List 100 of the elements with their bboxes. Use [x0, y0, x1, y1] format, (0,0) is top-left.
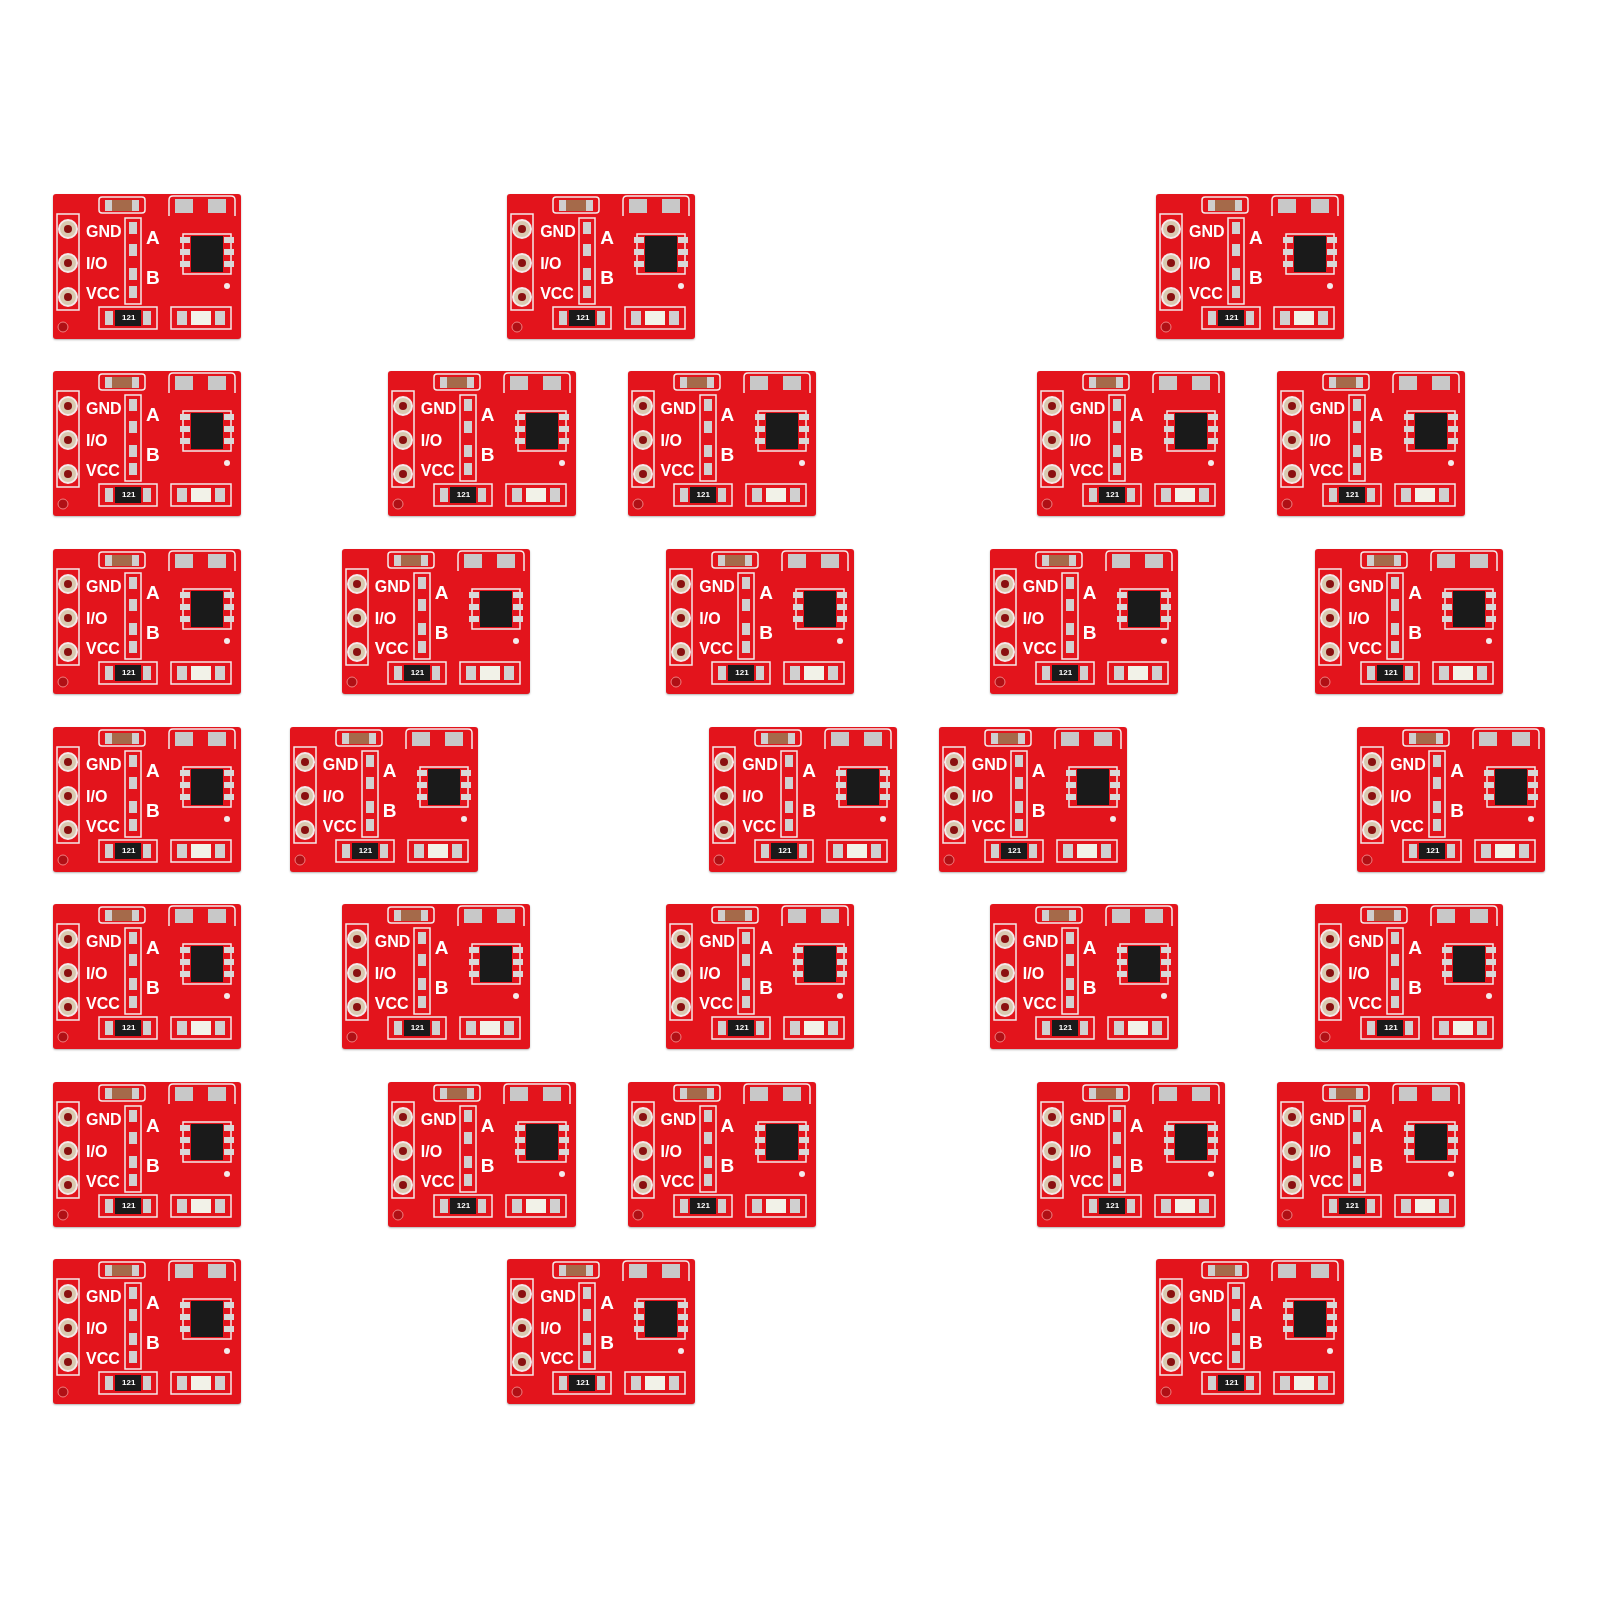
- pin-label: I/O: [374, 966, 397, 983]
- jumper-label: A: [1408, 938, 1423, 958]
- pin-label: I/O: [1348, 966, 1370, 983]
- jumper-label: A: [146, 1293, 160, 1313]
- jumper-label: A: [600, 1293, 614, 1313]
- pin-label: VCC: [1022, 640, 1057, 657]
- jumper-label: A: [146, 938, 160, 958]
- pin-label: VCC: [86, 285, 120, 302]
- component-marking: 121: [122, 1201, 136, 1210]
- component-marking: 121: [122, 313, 136, 322]
- pin-label: I/O: [1348, 610, 1370, 627]
- jumper-label: B: [146, 978, 160, 998]
- pin-label: I/O: [86, 1143, 108, 1160]
- component-marking: 121: [1105, 1201, 1120, 1210]
- pin-label: VCC: [1309, 1173, 1344, 1190]
- jumper-label: B: [720, 445, 735, 465]
- pin-label: VCC: [1069, 463, 1104, 480]
- pin-label: I/O: [86, 610, 108, 627]
- jumper-label: B: [1249, 1333, 1263, 1353]
- pin-label: GND: [374, 578, 411, 595]
- pin-label: VCC: [420, 463, 455, 480]
- jumper-label: B: [146, 800, 160, 820]
- jumper-label: B: [1369, 1155, 1384, 1175]
- jumper-label: B: [1408, 622, 1423, 642]
- jumper-label: B: [1450, 800, 1464, 820]
- pin-label: GND: [420, 1111, 457, 1128]
- jumper-label: B: [1369, 445, 1384, 465]
- jumper-label: A: [1249, 227, 1263, 247]
- component-marking: 121: [735, 668, 749, 677]
- component-marking: 121: [1384, 668, 1398, 677]
- pin-label: I/O: [1069, 433, 1092, 450]
- jumper-label: A: [1031, 760, 1046, 780]
- jumper-label: A: [1129, 1115, 1144, 1135]
- jumper-label: B: [1082, 978, 1097, 998]
- pin-label: VCC: [1022, 996, 1057, 1013]
- pin-label: GND: [1309, 1111, 1346, 1128]
- pin-label: GND: [1348, 934, 1384, 951]
- pin-label: I/O: [540, 255, 562, 272]
- pin-label: VCC: [86, 1173, 120, 1190]
- jumper-label: B: [759, 978, 774, 998]
- jumper-label: A: [720, 405, 735, 425]
- jumper-label: A: [759, 582, 774, 602]
- pin-label: GND: [1069, 1111, 1106, 1128]
- pin-label: GND: [1390, 756, 1426, 773]
- jumper-label: A: [720, 1115, 735, 1135]
- component-marking: 121: [1058, 1024, 1073, 1033]
- pin-label: I/O: [660, 1143, 682, 1160]
- pin-label: GND: [322, 756, 359, 773]
- component-marking: 121: [122, 668, 136, 677]
- jumper-label: A: [382, 760, 397, 780]
- pin-label: GND: [86, 223, 122, 240]
- pin-label: GND: [971, 756, 1008, 773]
- pin-label: VCC: [540, 285, 574, 302]
- pin-label: I/O: [1189, 1321, 1211, 1338]
- pin-label: VCC: [374, 640, 409, 657]
- pin-label: VCC: [86, 818, 120, 835]
- pin-label: VCC: [86, 640, 120, 657]
- jumper-label: B: [1408, 978, 1423, 998]
- jumper-label: A: [1082, 582, 1097, 602]
- component-marking: 121: [122, 846, 136, 855]
- pin-label: VCC: [86, 996, 120, 1013]
- pin-label: VCC: [971, 818, 1006, 835]
- jumper-label: B: [720, 1155, 735, 1175]
- jumper-label: A: [802, 760, 816, 780]
- jumper-label: A: [434, 582, 449, 602]
- pin-label: GND: [660, 401, 697, 418]
- component-marking: 121: [778, 846, 792, 855]
- jumper-label: A: [146, 1115, 160, 1135]
- pin-label: VCC: [540, 1351, 574, 1368]
- jumper-label: B: [434, 622, 449, 642]
- pin-label: I/O: [1189, 255, 1211, 272]
- jumper-label: B: [759, 622, 774, 642]
- jumper-label: A: [1369, 405, 1384, 425]
- pin-label: I/O: [420, 433, 443, 450]
- pin-label: I/O: [86, 788, 108, 805]
- pin-label: I/O: [1309, 433, 1331, 450]
- jumper-label: A: [146, 582, 160, 602]
- pin-label: GND: [1069, 401, 1106, 418]
- pin-label: GND: [86, 1289, 122, 1306]
- pin-label: I/O: [660, 433, 682, 450]
- component-marking: 121: [1426, 846, 1440, 855]
- pin-label: GND: [86, 401, 122, 418]
- jumper-label: A: [1450, 760, 1464, 780]
- pin-label: GND: [660, 1111, 697, 1128]
- pin-label: VCC: [374, 996, 409, 1013]
- component-marking: 121: [1384, 1024, 1398, 1033]
- pin-label: GND: [742, 756, 778, 773]
- pin-label: VCC: [1348, 640, 1383, 657]
- jumper-label: B: [1249, 267, 1263, 287]
- pin-label: VCC: [1069, 1173, 1104, 1190]
- jumper-label: B: [434, 978, 449, 998]
- pin-label: I/O: [1022, 966, 1045, 983]
- component-marking: 121: [358, 846, 373, 855]
- pin-label: I/O: [1022, 610, 1045, 627]
- jumper-label: A: [1369, 1115, 1384, 1135]
- pin-label: GND: [699, 934, 735, 951]
- pin-label: I/O: [699, 966, 721, 983]
- pin-label: GND: [86, 756, 122, 773]
- jumper-label: A: [480, 405, 495, 425]
- pin-label: VCC: [1390, 818, 1424, 835]
